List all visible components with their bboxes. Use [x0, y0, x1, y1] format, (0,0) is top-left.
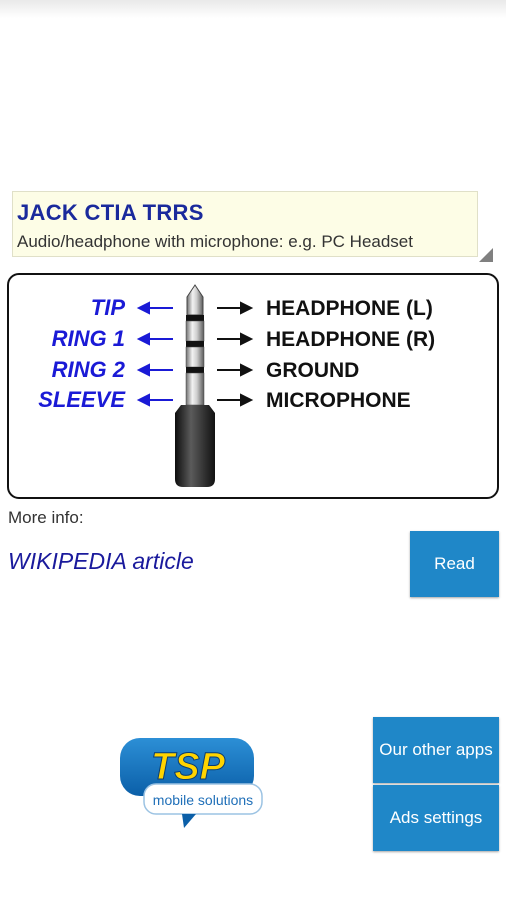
status-bar: [0, 0, 506, 18]
jack-type-selector[interactable]: JACK CTIA TRRS Audio/headphone with micr…: [12, 191, 493, 262]
arrow-left-icon: [136, 332, 173, 346]
dropdown-corner-icon: [479, 248, 493, 262]
wikipedia-link[interactable]: WIKIPEDIA article: [8, 548, 194, 574]
jack-subtitle: Audio/headphone with microphone: e.g. PC…: [17, 232, 413, 251]
left-label-ring1: RING 1: [52, 326, 125, 351]
other-apps-button[interactable]: Our other apps: [373, 717, 499, 783]
read-button[interactable]: Read: [410, 531, 499, 597]
arrow-left-icon: [136, 301, 173, 315]
arrow-right-icon: [217, 301, 254, 315]
right-label-ground: GROUND: [266, 359, 359, 382]
jack-diagram: TIP RING 1 RING 2 SLEEVE HEADPHONE (L) H…: [7, 273, 499, 499]
arrow-right-icon: [217, 393, 254, 407]
logo-tagline: mobile solutions: [153, 792, 253, 808]
tsp-logo: TSP mobile solutions: [118, 736, 268, 837]
right-label-microphone: MICROPHONE: [266, 389, 411, 412]
left-label-sleeve: SLEEVE: [38, 387, 126, 412]
arrow-right-icon: [217, 363, 254, 377]
left-label-tip: TIP: [91, 295, 126, 320]
jack-title: JACK CTIA TRRS: [17, 200, 204, 225]
arrow-left-icon: [136, 363, 173, 377]
jack-diagram-svg: TIP RING 1 RING 2 SLEEVE HEADPHONE (L) H…: [38, 284, 435, 487]
jack-plug-icon: [175, 284, 215, 487]
logo-brand: TSP: [151, 746, 226, 788]
arrow-right-icon: [217, 332, 254, 346]
ads-settings-button[interactable]: Ads settings: [373, 785, 499, 851]
left-label-ring2: RING 2: [52, 357, 126, 382]
more-info-label: More info:: [8, 508, 84, 527]
right-label-headphone-l: HEADPHONE (L): [266, 297, 433, 320]
arrow-left-icon: [136, 393, 173, 407]
right-label-headphone-r: HEADPHONE (R): [266, 328, 435, 351]
tsp-logo-svg: TSP mobile solutions: [120, 738, 263, 828]
